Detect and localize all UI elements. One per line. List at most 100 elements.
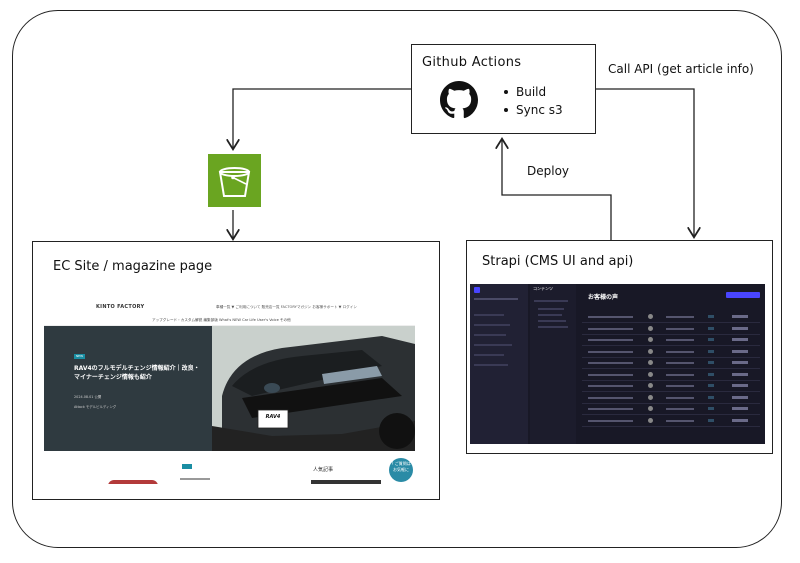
strapi-content-line-4 xyxy=(538,320,566,322)
strapi-cell-text xyxy=(588,350,633,353)
strapi-row-actions[interactable] xyxy=(732,349,748,353)
strapi-sidebar-line-5 xyxy=(474,344,512,346)
strapi-cell-date xyxy=(666,362,694,364)
ec-sub-nav-links[interactable]: アップグレード・カスタム解説 編集部版 What's NEW Car Life … xyxy=(152,318,291,322)
strapi-row-actions[interactable] xyxy=(732,395,748,399)
strapi-status-badge xyxy=(708,384,714,387)
article-headline[interactable]: RAV4のフルモデルチェンジ情報紹介｜改良・マイナーチェンジ情報も紹介 xyxy=(74,365,200,381)
strapi-content-line-5 xyxy=(538,326,568,328)
call-api-label: Call API (get article info) xyxy=(608,62,754,76)
strapi-status-badge xyxy=(708,395,714,399)
s3-bucket-icon xyxy=(208,154,261,207)
strapi-cell-avatar xyxy=(648,337,653,342)
ec-header: KINTO FACTORY 車種一覧 ▼ ご利用について 販売店一覧 FACTO… xyxy=(44,300,415,318)
strapi-cell-text xyxy=(588,316,633,318)
strapi-table-row[interactable] xyxy=(582,322,760,323)
article-category: Attack モデルビルディング xyxy=(74,405,117,409)
strapi-screenshot: コンテンツ お客様の声 xyxy=(470,284,765,444)
strapi-status-badge xyxy=(708,418,714,422)
ec-sub-nav: アップグレード・カスタム解説 編集部版 What's NEW Car Life … xyxy=(44,317,415,326)
strapi-cell-date xyxy=(666,419,694,422)
strapi-cell-date xyxy=(666,350,694,353)
strapi-cell-text xyxy=(588,408,633,410)
strapi-row-actions[interactable] xyxy=(732,372,748,376)
strapi-row-actions[interactable] xyxy=(732,326,748,330)
strapi-cell-text xyxy=(588,373,633,376)
strapi-cell-avatar xyxy=(648,394,653,400)
strapi-status-badge xyxy=(708,407,714,410)
strapi-row-actions[interactable] xyxy=(732,361,748,364)
strapi-cell-text xyxy=(588,385,633,387)
strapi-sidebar-line-4 xyxy=(474,334,506,336)
strapi-row-actions[interactable] xyxy=(732,384,748,387)
strapi-table-row[interactable] xyxy=(582,414,760,415)
strapi-row-actions[interactable] xyxy=(732,338,748,341)
strapi-cell-text xyxy=(588,396,633,399)
strapi-logo xyxy=(474,287,480,293)
kinto-factory-logo: KINTO FACTORY xyxy=(96,304,145,310)
article-thumb-bottom-left xyxy=(108,480,158,484)
strapi-cell-text xyxy=(588,327,633,330)
strapi-status-badge xyxy=(708,361,714,364)
strapi-status-badge xyxy=(708,372,714,376)
popular-article-thumb xyxy=(311,480,381,484)
strapi-content-line-2 xyxy=(538,308,564,310)
strapi-title: Strapi (CMS UI and api) xyxy=(482,254,634,269)
strapi-section-title: コンテンツ xyxy=(533,286,553,291)
strapi-cell-date xyxy=(666,408,694,410)
ec-hero-panel[interactable]: NEW RAV4のフルモデルチェンジ情報紹介｜改良・マイナーチェンジ情報も紹介 … xyxy=(44,326,212,451)
strapi-cell-date xyxy=(666,339,694,341)
strapi-cell-avatar xyxy=(648,406,653,411)
strapi-cell-date xyxy=(666,396,694,399)
strapi-table-row[interactable] xyxy=(582,425,760,427)
strapi-content-line-1 xyxy=(534,300,568,302)
strapi-sidebar-line-6 xyxy=(474,354,504,356)
ec-nav-links[interactable]: 車種一覧 ▼ ご利用について 販売店一覧 FACTORYマガジン お客様サポート… xyxy=(216,305,357,309)
strapi-table-row[interactable] xyxy=(582,379,760,381)
ec-date-2 xyxy=(180,478,210,480)
strapi-create-button[interactable] xyxy=(726,292,760,298)
strapi-cell-text xyxy=(588,339,633,341)
strapi-cell-avatar xyxy=(648,360,653,365)
strapi-status-badge xyxy=(708,338,714,341)
car-hero-image: RAV4 xyxy=(212,326,415,451)
strapi-table-row[interactable] xyxy=(582,368,760,369)
strapi-cell-avatar xyxy=(648,348,653,354)
strapi-cell-date xyxy=(666,327,694,330)
new-badge: NEW xyxy=(74,354,85,359)
strapi-content-line-3 xyxy=(538,314,562,316)
strapi-cell-date xyxy=(666,385,694,387)
github-icon xyxy=(440,81,478,119)
strapi-sidebar-line-2 xyxy=(474,314,504,316)
ec-new-badge-2 xyxy=(182,464,192,469)
strapi-row-actions[interactable] xyxy=(732,315,748,318)
strapi-cell-text xyxy=(588,362,633,364)
popular-articles-heading: 人気記事 xyxy=(313,467,334,473)
ec-site-screenshot: KINTO FACTORY 車種一覧 ▼ ご利用について 販売店一覧 FACTO… xyxy=(44,300,415,484)
strapi-table-row[interactable] xyxy=(582,402,760,404)
strapi-sidebar-line-1 xyxy=(474,298,518,300)
strapi-cell-avatar xyxy=(648,314,653,319)
strapi-status-badge xyxy=(708,349,714,353)
strapi-main-sidebar xyxy=(470,284,528,444)
deploy-label: Deploy xyxy=(527,164,570,178)
strapi-cell-avatar xyxy=(648,417,653,423)
strapi-table-row[interactable] xyxy=(582,356,760,358)
strapi-table-row[interactable] xyxy=(582,391,760,392)
step-sync-s3: Sync s3 xyxy=(504,101,563,119)
license-plate: RAV4 xyxy=(265,414,281,420)
strapi-page-title: お客様の声 xyxy=(588,294,619,301)
strapi-table-row[interactable] xyxy=(582,333,760,335)
strapi-row-actions[interactable] xyxy=(732,418,748,422)
diagram-frame xyxy=(12,10,782,548)
strapi-status-badge xyxy=(708,315,714,318)
strapi-status-badge xyxy=(708,326,714,330)
strapi-cell-avatar xyxy=(648,371,653,377)
github-steps: Build Sync s3 xyxy=(504,83,563,119)
strapi-sidebar-line-3 xyxy=(474,324,510,326)
help-bubble-button[interactable]: ? ご質問は お気軽に xyxy=(389,458,413,482)
github-actions-box: Github Actions Build Sync s3 xyxy=(411,44,596,134)
strapi-row-actions[interactable] xyxy=(732,407,748,410)
article-date: 2024.08.01 公開 xyxy=(74,395,102,399)
strapi-table-row[interactable] xyxy=(582,345,760,346)
